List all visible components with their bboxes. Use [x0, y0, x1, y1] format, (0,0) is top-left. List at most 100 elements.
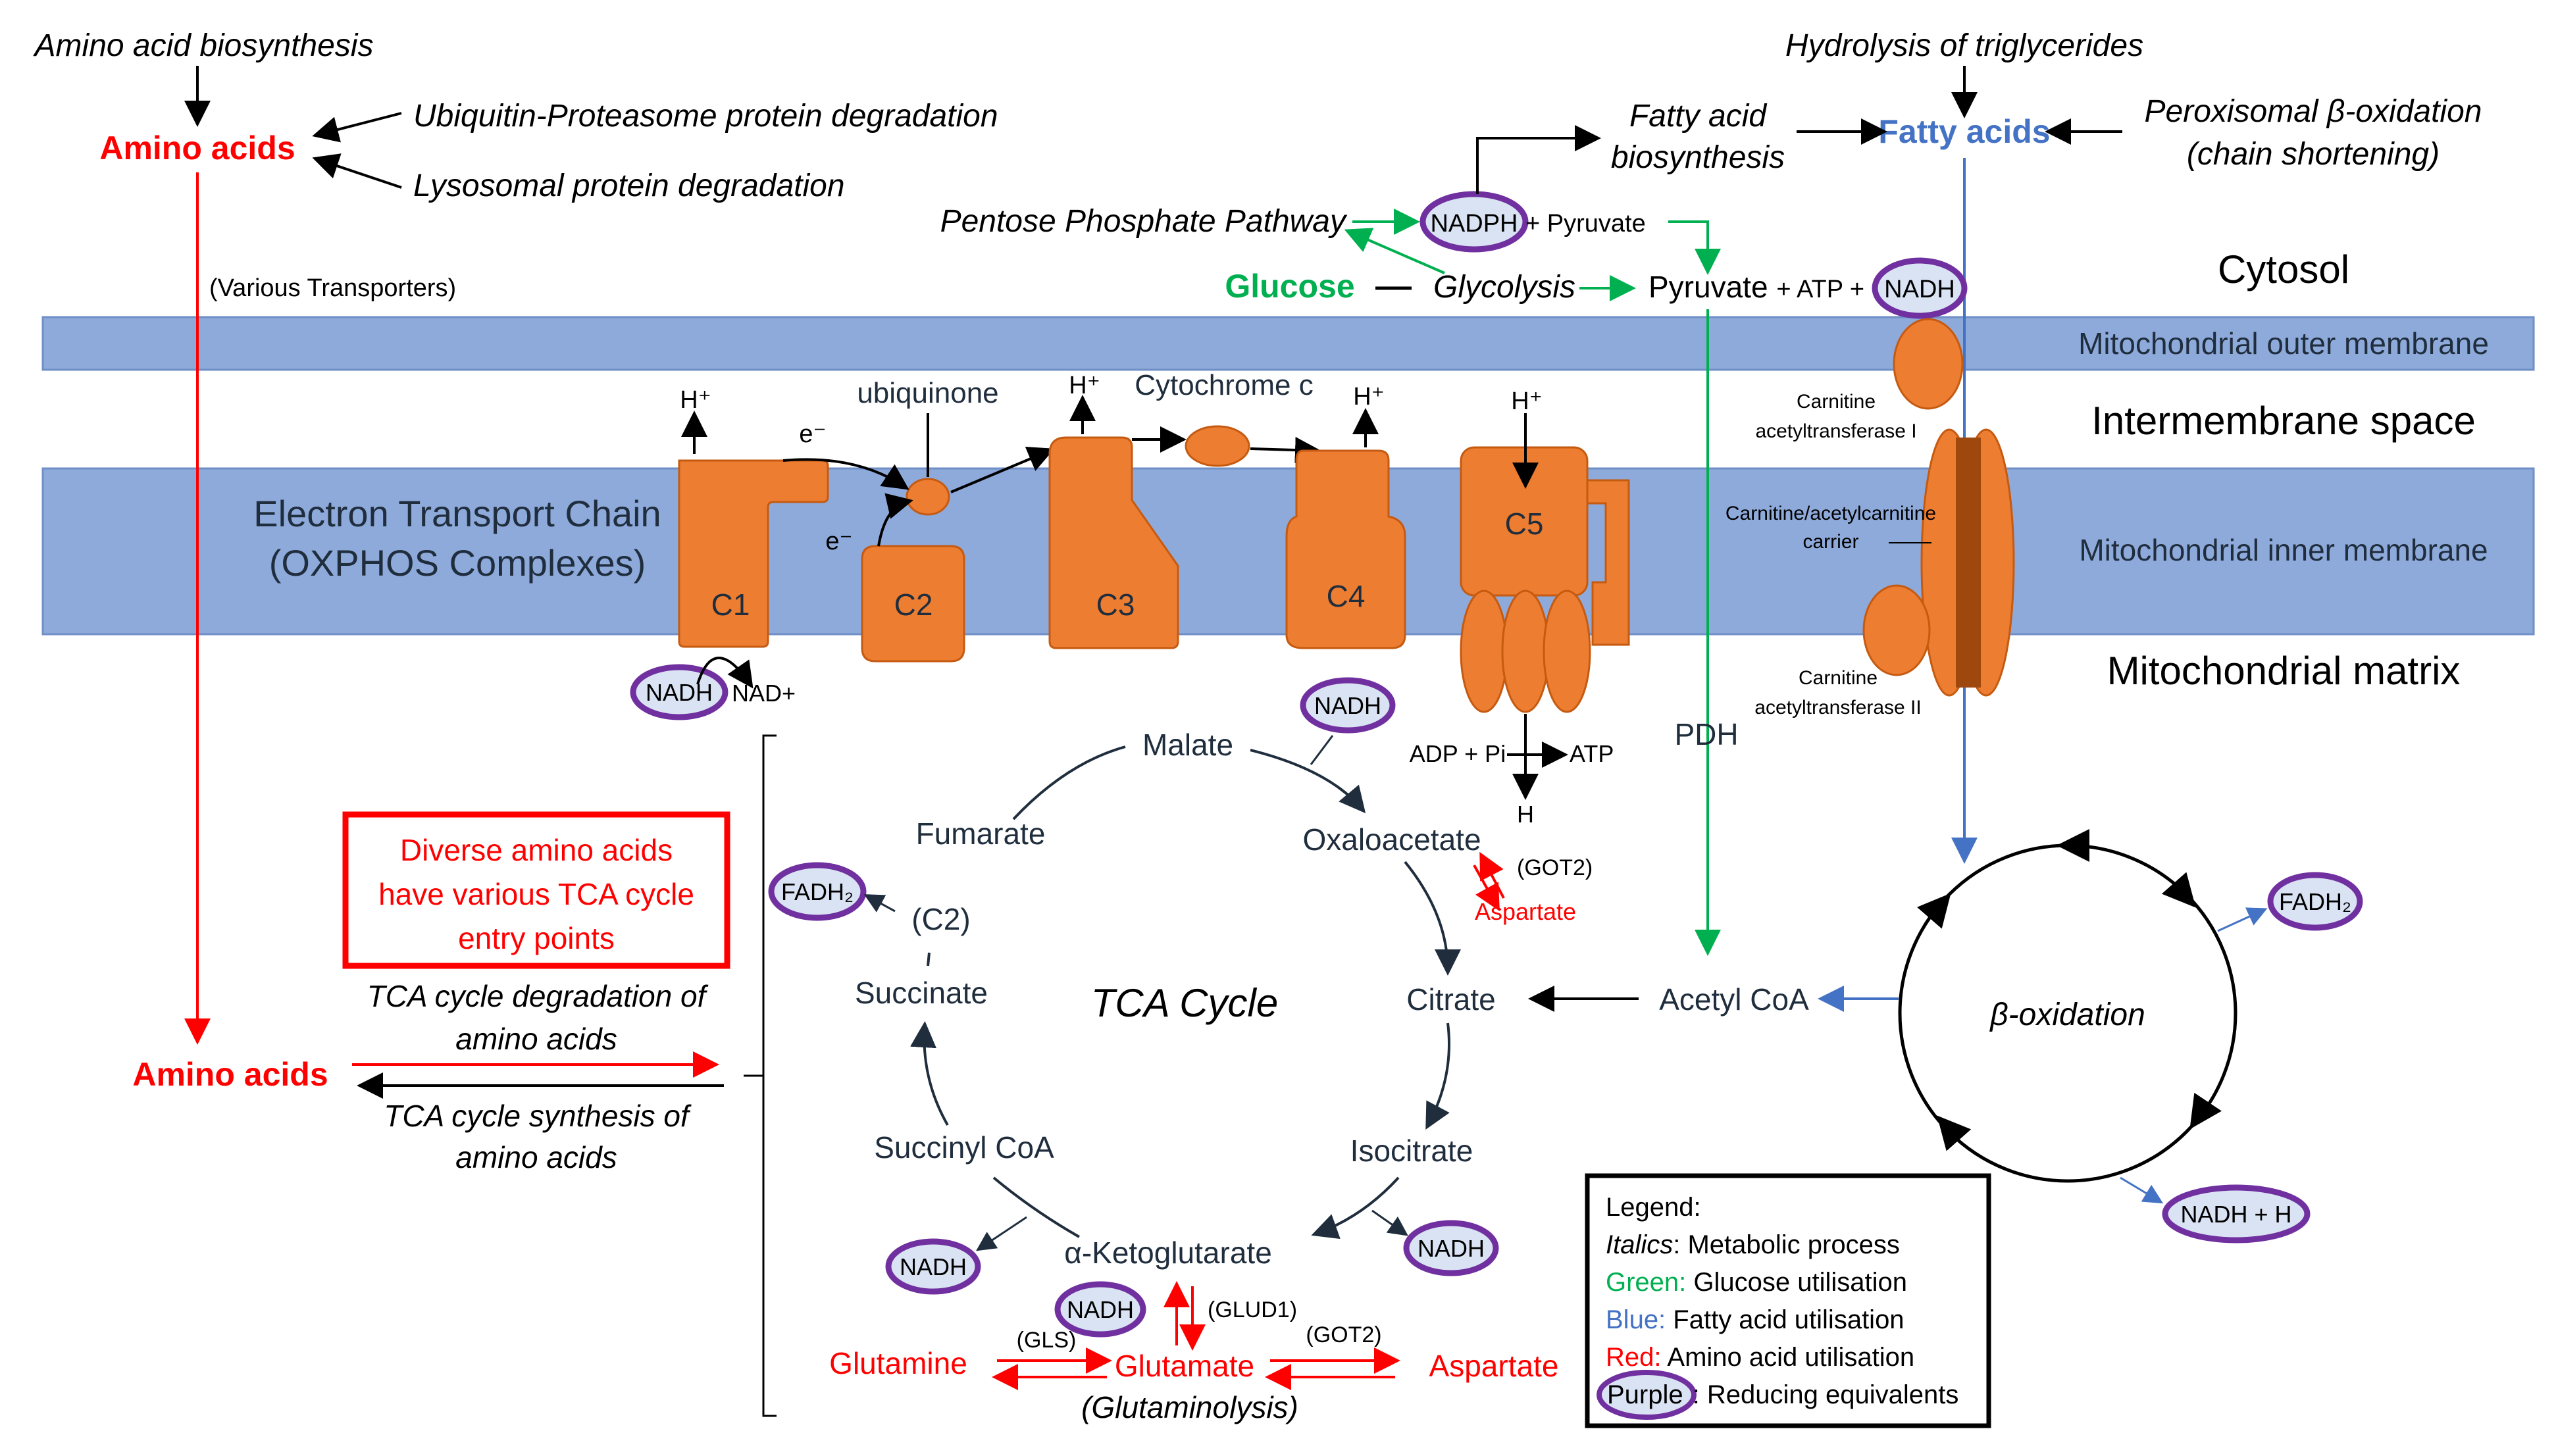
arrow-fumarate-to-malate	[1012, 745, 1126, 820]
carrier-label-2: carrier	[1802, 531, 1858, 553]
c3-h-plus: H⁺	[1069, 372, 1100, 399]
carrier-core	[1956, 438, 1981, 688]
beta-arrow-bottom-right	[2189, 1092, 2222, 1130]
nadh-isocitrate-ellipse	[1403, 1220, 1499, 1276]
ubiquinone-label: ubiquinone	[857, 377, 998, 409]
tca-malate: Malate	[1142, 728, 1233, 762]
tca-deg-line-2: amino acids	[455, 1022, 617, 1056]
ubiquitin-label: Ubiquitin-Proteasome protein degradation	[413, 99, 998, 134]
arrow-succinyl-to-succinate	[910, 1021, 949, 1126]
nadh-malate-label: NADH	[1314, 692, 1381, 719]
hydrolysis-label: Hydrolysis of triglycerides	[1785, 28, 2143, 63]
e-minus-top: e⁻	[799, 420, 826, 448]
tca-isocitrate: Isocitrate	[1350, 1134, 1473, 1168]
nadh-top-label: NADH	[1884, 276, 1955, 303]
cytochrome-c-ellipse	[1185, 425, 1250, 467]
nadh-isocitrate-label: NADH	[1418, 1235, 1485, 1262]
nadh-h-beta-ellipse	[2162, 1184, 2311, 1243]
cat2-label-1: Carnitine	[1799, 667, 1878, 689]
pyruvate-label: Pyruvate + ATP +	[1649, 270, 1864, 304]
aa-biosynthesis-label: Amino acid biosynthesis	[33, 28, 374, 63]
tca-oxaloacetate: Oxaloacetate	[1302, 822, 1481, 857]
pdh-label: PDH	[1674, 717, 1738, 751]
legend-title: Legend:	[1606, 1193, 1701, 1222]
peroxisomal-label-2: (chain shortening)	[2187, 137, 2440, 172]
fadh2-beta-label: FADH₂	[2279, 888, 2351, 915]
cat2-label-2: acetyltransferase II	[1754, 697, 1921, 718]
legend-purple: Purple: Reducing equivalents	[1607, 1380, 1958, 1409]
arrow-nadh-to-nad	[696, 657, 754, 689]
aa-entry-box	[342, 811, 730, 969]
region-cytosol: Cytosol	[2218, 247, 2349, 291]
aspartate-oaa-label: Aspartate	[1475, 898, 1576, 925]
complex-c1	[678, 459, 829, 648]
lysosomal-label: Lysosomal protein degradation	[413, 168, 845, 203]
beta-arrow-top-left	[1916, 893, 1951, 929]
c4-h-plus: H⁺	[1353, 383, 1385, 411]
legend-blue: Blue: Fatty acid utilisation	[1606, 1305, 1904, 1334]
fatty-acids-label: Fatty acids	[1878, 113, 2050, 150]
nadph-label: NADPH	[1430, 210, 1518, 238]
beta-arrow-top-right	[2161, 872, 2196, 908]
cat1-label-2: acetyltransferase I	[1755, 420, 1916, 442]
cytochrome-c-label: Cytochrome c	[1135, 369, 1313, 401]
tca-syn-line-1: TCA cycle synthesis of	[384, 1099, 692, 1133]
complex-c2	[861, 545, 965, 663]
aa-box-line-1: Diverse amino acids	[400, 833, 673, 867]
tca-c2: (C2)	[911, 902, 970, 936]
nadh-top-ellipse	[1872, 257, 1968, 319]
tca-fumarate: Fumarate	[916, 816, 1046, 851]
arrow-akg-to-succinyl	[992, 1176, 1080, 1238]
e-minus-bottom: e⁻	[825, 528, 852, 555]
c5-h-plus: H⁺	[1511, 388, 1543, 415]
arrow-malate-to-oaa	[1250, 749, 1366, 814]
glud1-label: (GLUD1)	[1208, 1297, 1297, 1322]
tca-akg: α-Ketoglutarate	[1064, 1236, 1272, 1270]
nadh-malate-ellipse	[1300, 677, 1396, 734]
ppp-label: Pentose Phosphate Pathway	[940, 204, 1348, 239]
arrow-ubiquitin	[312, 112, 402, 143]
etc-title-1: Electron Transport Chain	[253, 493, 661, 534]
arrow-lysosomal	[312, 153, 402, 189]
various-transporters-label: (Various Transporters)	[209, 274, 456, 302]
amino-acids-bottom-label: Amino acids	[132, 1056, 328, 1093]
nadh-glud1-ellipse	[1054, 1281, 1146, 1338]
fa-biosynthesis-label-2: biosynthesis	[1611, 140, 1785, 175]
complex-c4	[1285, 449, 1406, 649]
arrow-isocitrate-nadh	[1371, 1209, 1408, 1236]
glucose-label: Glucose	[1225, 268, 1354, 305]
nadh-c1-ellipse	[630, 664, 728, 720]
succinate-to-c2-tick	[927, 952, 931, 966]
legend-green: Green: Glucose utilisation	[1606, 1268, 1907, 1297]
c2-label: C2	[894, 588, 933, 622]
arrow-isocitrate-to-akg	[1311, 1176, 1400, 1240]
arrow-pyruvate-green	[1668, 220, 1721, 275]
got2-oaa-label: (GOT2)	[1517, 855, 1593, 880]
tca-succinyl-coa: Succinyl CoA	[874, 1130, 1054, 1165]
got2-glu-label: (GOT2)	[1306, 1322, 1381, 1347]
arrow-asp-to-oaa	[1479, 851, 1505, 899]
c5-h-bottom: H	[1517, 801, 1534, 828]
region-outer-membrane: Mitochondrial outer membrane	[2078, 326, 2489, 361]
arrow-oaa-to-asp	[1473, 865, 1500, 911]
c5-ellipse-3	[1543, 590, 1591, 713]
legend-italics: Italics: Metabolic process	[1606, 1230, 1900, 1259]
nadph-ellipse	[1419, 191, 1529, 253]
cat1-label-1: Carnitine	[1797, 391, 1876, 413]
arrow-beta-nadh	[2120, 1176, 2164, 1204]
glutamate-label: Glutamate	[1115, 1349, 1254, 1383]
etc-title-2: (OXPHOS Complexes)	[269, 542, 646, 584]
region-inner-membrane: Mitochondrial inner membrane	[2079, 533, 2488, 567]
nadh-c1-label: NADH	[646, 679, 713, 706]
tca-title: TCA Cycle	[1091, 981, 1278, 1025]
tca-syn-line-2: amino acids	[455, 1140, 617, 1174]
c1-h-plus: H⁺	[680, 386, 711, 414]
glycolysis-label: Glycolysis	[1433, 270, 1575, 305]
nadh-h-beta-label: NADH + H	[2180, 1201, 2291, 1228]
arrow-succinyl-nadh	[976, 1216, 1027, 1251]
glutaminolysis-label: (Glutaminolysis)	[1081, 1390, 1298, 1424]
complex-c3	[1048, 436, 1179, 649]
electron-path-c2	[877, 493, 913, 547]
legend-red: Red: Amino acid utilisation	[1606, 1343, 1914, 1372]
